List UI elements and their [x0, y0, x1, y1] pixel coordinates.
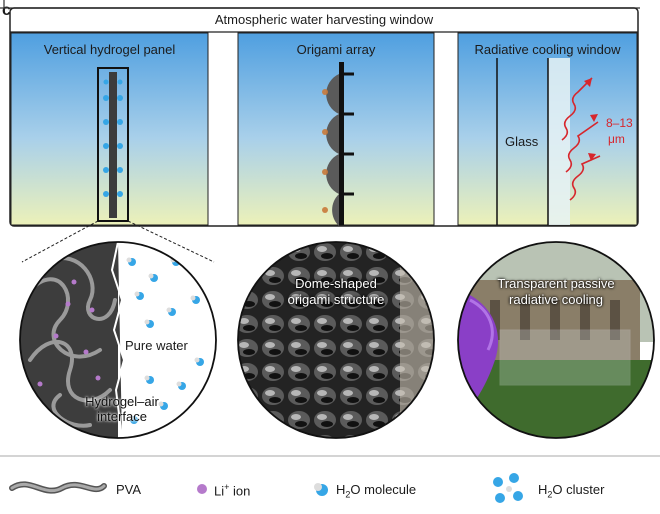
- hydrogel-panel: [21, 67, 215, 263]
- legend-li-suffix: ion: [229, 483, 251, 499]
- panel-label-hydrogel: Vertical hydrogel panel: [43, 42, 176, 57]
- window-frame: [0, 0, 640, 227]
- legend-pva-label: PVA: [116, 482, 142, 497]
- legend-cluster-prefix: H: [538, 482, 548, 497]
- cooling-window: [496, 58, 601, 225]
- legend-li-label: Li+ ion: [214, 482, 250, 498]
- wavelength-label-2: μm: [608, 132, 625, 146]
- figure-letter: c: [2, 2, 11, 19]
- legend-h2o-prefix: H: [336, 482, 346, 497]
- cooling-photo-label-1: Transparent passive: [497, 276, 615, 291]
- origami-photo-label-2: origami structure: [287, 292, 385, 307]
- legend-h2o-suffix: O molecule: [350, 482, 417, 497]
- circle-origami-photo: [238, 242, 434, 438]
- wavelength-label-1: 8–13: [606, 116, 633, 130]
- legend-pva-symbol: [9, 481, 107, 494]
- legend-li-symbol: [197, 484, 207, 494]
- legend-cluster-sub: 2: [547, 489, 553, 500]
- legend-h2o-symbol: [314, 483, 328, 496]
- panel-label-cooling: Radiative cooling window: [474, 42, 621, 57]
- origami-photo-label-1: Dome-shaped: [295, 276, 377, 291]
- origami-array: [322, 62, 354, 226]
- glass-label: Glass: [505, 134, 539, 149]
- window-title: Atmospheric water harvesting window: [214, 12, 434, 27]
- legend-cluster-symbol: [493, 473, 523, 503]
- legend-cluster-label: H2O cluster: [538, 482, 604, 500]
- pure-water-label: Pure water: [125, 338, 188, 353]
- legend-h2o-sub: 2: [345, 489, 351, 500]
- legend-cluster-suffix: O cluster: [552, 482, 605, 497]
- cooling-photo-label-2: radiative cooling: [509, 292, 603, 307]
- interface-label-1: Hydrogel–air: [85, 394, 159, 409]
- legend-h2o-label: H2O molecule: [336, 482, 416, 500]
- legend-li-sup: +: [224, 482, 230, 492]
- panel-label-origami: Origami array: [296, 42, 376, 57]
- legend-li-prefix: Li: [214, 483, 225, 499]
- interface-label-2: interface: [97, 409, 147, 424]
